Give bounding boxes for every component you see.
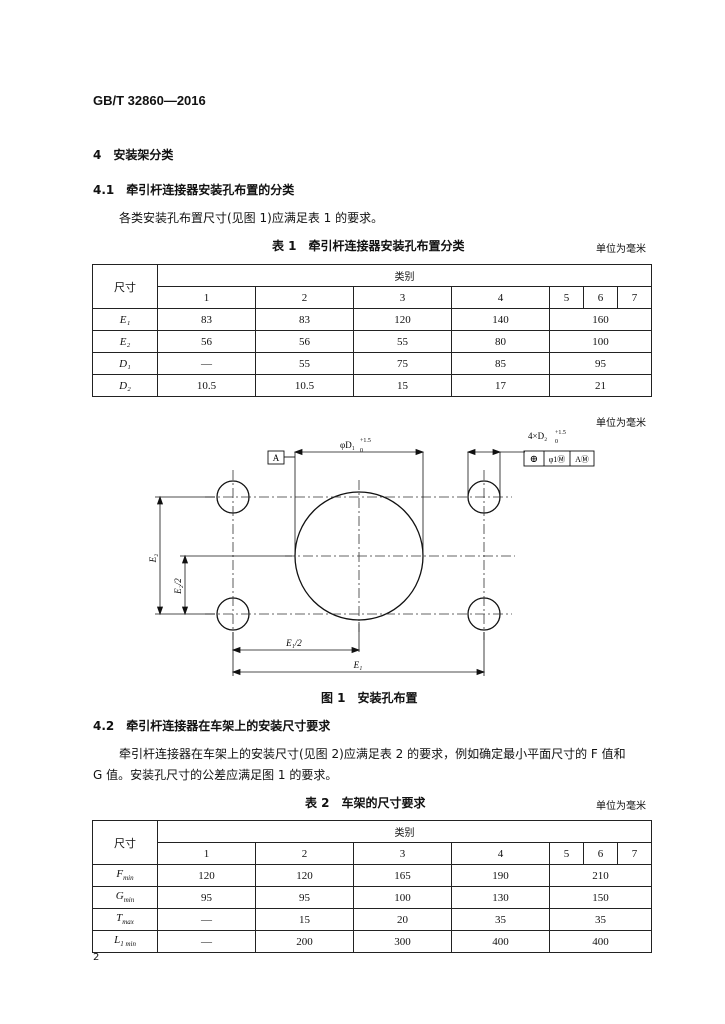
section-4-1-title: 4.1 牵引杆连接器安装孔布置的分类 bbox=[93, 183, 295, 197]
row-label: Tmax bbox=[92, 908, 158, 931]
center-lines bbox=[205, 470, 515, 640]
dim-e2: E₂ bbox=[148, 554, 158, 564]
row-subscript: min bbox=[123, 874, 134, 883]
table-cell: 120 bbox=[255, 864, 354, 887]
table-cell: 35 bbox=[549, 908, 652, 931]
table-1-dimension-header: 尺寸 bbox=[92, 264, 158, 309]
position-tolerance-icon: ⊕ bbox=[530, 454, 538, 465]
table-cell: 95 bbox=[157, 886, 256, 909]
table-row: Tmax — 15 20 35 35 bbox=[92, 908, 652, 931]
table-row: L1 min — 200 300 400 400 bbox=[92, 930, 652, 953]
section-4-title: 4 安装架分类 bbox=[93, 148, 174, 162]
table-2-category-5: 5 bbox=[549, 842, 584, 865]
table-cell: 15 bbox=[255, 908, 354, 931]
page-number: 2 bbox=[93, 952, 100, 963]
section-4-2-paragraph-line-2: G 值。安装孔尺寸的公差应满足图 1 的要求。 bbox=[93, 768, 338, 782]
table-cell: 160 bbox=[549, 308, 652, 331]
row-symbol: G bbox=[115, 890, 124, 903]
table-2-category-1: 1 bbox=[157, 842, 256, 865]
dim-e1: E₁ bbox=[353, 660, 363, 670]
table-2-category-header: 类别 bbox=[157, 820, 652, 843]
table-2: 尺寸 类别 1 2 3 4 5 6 7 Fmin 120 120 165 190… bbox=[92, 820, 652, 953]
table-cell: — bbox=[157, 908, 256, 931]
table-row: D₂ 10.5 10.5 15 17 21 bbox=[92, 374, 652, 397]
table-row: Gmin 95 95 100 130 150 bbox=[92, 886, 652, 909]
table-cell: 21 bbox=[549, 374, 652, 397]
table-cell: 190 bbox=[451, 864, 550, 887]
table-cell: — bbox=[157, 930, 256, 953]
section-4-2-paragraph-line-1: 牵引杆连接器在车架上的安装尺寸(见图 2)应满足表 2 的要求，例如确定最小平面… bbox=[119, 747, 626, 761]
table-cell: 130 bbox=[451, 886, 550, 909]
table-cell: 400 bbox=[451, 930, 550, 953]
table-cell: 10.5 bbox=[255, 374, 354, 397]
feature-control-frame bbox=[523, 450, 595, 467]
table-1-unit: 单位为毫米 bbox=[596, 244, 646, 255]
row-subscript: max bbox=[122, 918, 134, 927]
table-2-caption: 表 2 车架的尺寸要求 bbox=[305, 796, 426, 810]
row-subscript: min bbox=[123, 896, 135, 905]
row-label: L1 min bbox=[92, 930, 158, 953]
table-1: 尺寸 类别 1 2 3 4 5 6 7 E₁ 83 83 120 140 160… bbox=[92, 264, 652, 397]
table-1-caption: 表 1 牵引杆连接器安装孔布置分类 bbox=[272, 239, 465, 253]
dim-center-diameter: φD₁ bbox=[340, 440, 355, 450]
figure-1-unit: 单位为毫米 bbox=[596, 418, 646, 429]
section-4-2-title: 4.2 牵引杆连接器在车架上的安装尺寸要求 bbox=[93, 719, 331, 733]
table-2-category-6: 6 bbox=[583, 842, 618, 865]
table-cell: 95 bbox=[255, 886, 354, 909]
table-row: Fmin 120 120 165 190 210 bbox=[92, 864, 652, 887]
row-subscript: 1 min bbox=[120, 940, 136, 949]
table-cell: 200 bbox=[255, 930, 354, 953]
fcf-datum: AⓂ bbox=[575, 455, 589, 464]
row-label: Gmin bbox=[92, 886, 158, 909]
dim-hole-tol: +1.5 bbox=[555, 430, 566, 436]
table-cell: 400 bbox=[549, 930, 652, 953]
table-2-category-3: 3 bbox=[353, 842, 452, 865]
section-4-1-paragraph: 各类安装孔布置尺寸(见图 1)应满足表 1 的要求。 bbox=[119, 211, 384, 225]
table-cell: 210 bbox=[549, 864, 652, 887]
figure-1-drawing: A ⊕ φ1Ⓜ AⓂ φD₁ +1.5 0 4×D₂ +1.5 0 E₂ E₂/… bbox=[148, 430, 595, 676]
table-row: E₂ 56 56 55 80 100 bbox=[92, 330, 652, 353]
row-label: Fmin bbox=[92, 864, 158, 887]
table-cell: 35 bbox=[451, 908, 550, 931]
fcf-tolerance: φ1Ⓜ bbox=[549, 455, 566, 464]
datum-a-frame bbox=[267, 450, 285, 465]
table-row: D₁ — 55 75 85 95 bbox=[92, 352, 652, 375]
standard-number: GB/T 32860—2016 bbox=[93, 93, 206, 108]
table-row: E₁ 83 83 120 140 160 bbox=[92, 308, 652, 331]
table-cell: 300 bbox=[353, 930, 452, 953]
dim-hole-count-diameter: 4×D₂ bbox=[528, 431, 547, 441]
table-cell: 120 bbox=[157, 864, 256, 887]
dim-center-diameter-tol: +1.5 bbox=[360, 438, 371, 444]
dim-e2-half: E₂/2 bbox=[173, 578, 183, 595]
table-2-dimension-header: 尺寸 bbox=[92, 820, 158, 865]
table-2-unit: 单位为毫米 bbox=[596, 801, 646, 812]
dim-center-diameter-tol-low: 0 bbox=[360, 448, 363, 454]
table-2-category-4: 4 bbox=[451, 842, 550, 865]
table-2-category-7: 7 bbox=[617, 842, 652, 865]
row-symbol: F bbox=[116, 868, 124, 881]
table-cell: 20 bbox=[353, 908, 452, 931]
table-cell: 165 bbox=[353, 864, 452, 887]
row-symbol: T bbox=[116, 912, 123, 925]
row-symbol: L bbox=[114, 934, 121, 947]
table-cell: 10.5 bbox=[157, 374, 256, 397]
dim-e1-half: E₁/2 bbox=[285, 638, 302, 648]
table-cell: 100 bbox=[353, 886, 452, 909]
figure-1-caption: 图 1 安装孔布置 bbox=[321, 691, 418, 705]
datum-a-label: A bbox=[273, 453, 280, 463]
table-2-category-2: 2 bbox=[255, 842, 354, 865]
table-cell: 150 bbox=[549, 886, 652, 909]
dim-hole-tol-low: 0 bbox=[555, 439, 558, 445]
